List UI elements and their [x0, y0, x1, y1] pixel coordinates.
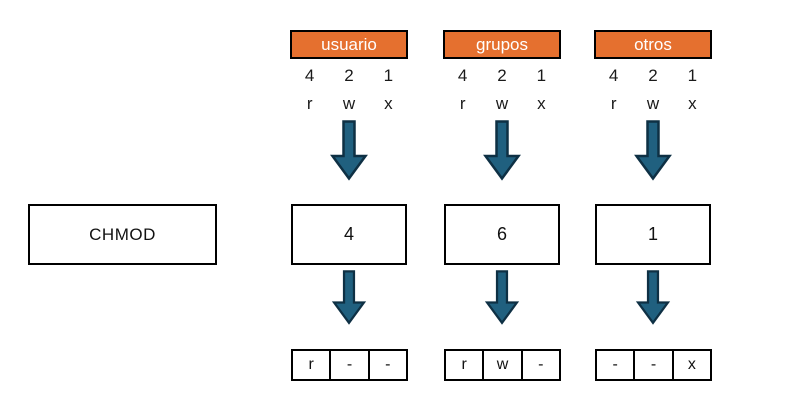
result-letter: -: [346, 356, 353, 373]
down-arrow-icon: [594, 120, 712, 182]
column-usuario: usuario 4 2 1 r w x 4 r - -: [290, 30, 408, 385]
result-letter: -: [650, 356, 657, 373]
result-cell: r: [444, 349, 485, 381]
result-cell: w: [484, 349, 523, 381]
weight-value: 1: [383, 66, 394, 85]
otros-value-box: 1: [595, 204, 711, 265]
weight-value: 2: [344, 66, 354, 85]
grupos-header-label: grupos: [476, 34, 528, 54]
otros-header: otros: [594, 30, 712, 59]
permission-letter: r: [610, 94, 617, 113]
weight-value: 4: [608, 66, 619, 85]
grupos-value-box: 6: [444, 204, 560, 265]
column-grupos: grupos 4 2 1 r w x 6 r w -: [443, 30, 561, 385]
result-cell: -: [522, 349, 561, 381]
result-cell: r: [291, 349, 332, 381]
result-letter: -: [612, 356, 618, 373]
otros-letters-row: r w x: [594, 94, 712, 114]
grupos-result-row: r w -: [444, 349, 561, 381]
down-arrow-icon: [290, 270, 408, 326]
usuario-header: usuario: [290, 30, 408, 59]
grupos-value: 6: [496, 224, 507, 244]
down-arrow-icon: [443, 120, 561, 182]
grupos-weights-row: 4 2 1: [443, 66, 561, 86]
chmod-label: CHMOD: [89, 224, 156, 244]
result-letter: -: [385, 356, 391, 373]
result-letter: r: [461, 356, 467, 373]
result-letter: -: [538, 356, 544, 373]
permission-letter: x: [384, 94, 393, 113]
permission-letter: r: [459, 94, 466, 113]
permission-letter: w: [646, 94, 660, 113]
otros-weights-row: 4 2 1: [594, 66, 712, 86]
weight-value: 1: [687, 66, 698, 85]
result-letter: x: [687, 356, 696, 373]
result-cell: -: [331, 349, 370, 381]
weight-value: 2: [648, 66, 658, 85]
chmod-box: CHMOD: [28, 204, 217, 265]
usuario-value: 4: [343, 224, 354, 244]
permission-letter: w: [495, 94, 509, 113]
usuario-weights-row: 4 2 1: [290, 66, 408, 86]
column-otros: otros 4 2 1 r w x 1 - - x: [594, 30, 712, 385]
permission-letter: r: [306, 94, 313, 113]
permission-letter: x: [688, 94, 697, 113]
permission-letter: x: [537, 94, 546, 113]
weight-value: 4: [304, 66, 315, 85]
permission-letter: w: [342, 94, 356, 113]
usuario-result-row: r - -: [291, 349, 408, 381]
otros-value: 1: [647, 224, 658, 244]
result-cell: -: [635, 349, 674, 381]
down-arrow-icon: [290, 120, 408, 182]
otros-header-label: otros: [634, 34, 672, 54]
result-cell: x: [673, 349, 712, 381]
result-letter: r: [308, 356, 314, 373]
result-cell: -: [369, 349, 408, 381]
down-arrow-icon: [594, 270, 712, 326]
down-arrow-icon: [443, 270, 561, 326]
weight-value: 2: [497, 66, 507, 85]
usuario-letters-row: r w x: [290, 94, 408, 114]
weight-value: 4: [457, 66, 468, 85]
weight-value: 1: [536, 66, 547, 85]
otros-result-row: - - x: [595, 349, 712, 381]
result-letter: w: [496, 356, 509, 373]
result-cell: -: [595, 349, 636, 381]
grupos-header: grupos: [443, 30, 561, 59]
usuario-header-label: usuario: [321, 34, 377, 54]
usuario-value-box: 4: [291, 204, 407, 265]
grupos-letters-row: r w x: [443, 94, 561, 114]
